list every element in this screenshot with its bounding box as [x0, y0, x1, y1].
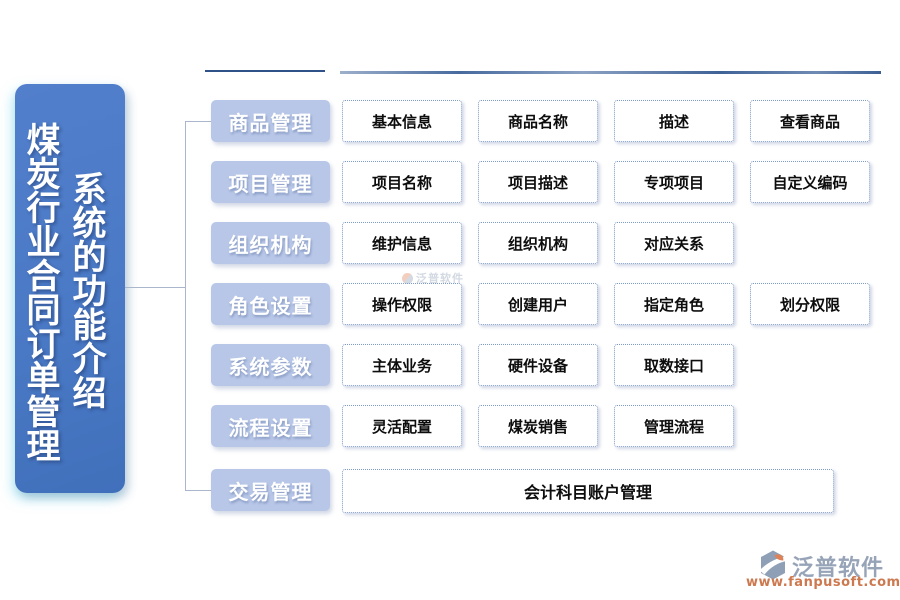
feature-items: 项目名称项目描述专项项目自定义编码 [342, 161, 870, 203]
connector-stub-top [185, 121, 212, 122]
feature-item: 维护信息 [342, 222, 462, 264]
feature-item: 创建用户 [478, 283, 598, 325]
feature-item: 基本信息 [342, 100, 462, 142]
brand-name-text: 泛普软件 [792, 556, 885, 581]
brand-footer: 泛普软件 www.fanpusoft.com [745, 548, 900, 594]
feature-item: 描述 [614, 100, 734, 142]
feature-items: 主体业务硬件设备取数接口 [342, 344, 734, 386]
feature-item: 对应关系 [614, 222, 734, 264]
top-divider-long [340, 71, 881, 74]
feature-item: 商品名称 [478, 100, 598, 142]
banner-title-main: 煤炭行业合同订单管理 [20, 122, 60, 462]
feature-item: 指定角色 [614, 283, 734, 325]
banner-title-sub: 系统的功能介绍 [66, 171, 106, 409]
feature-items: 会计科目账户管理 [342, 469, 834, 513]
feature-row-6: 流程设置灵活配置煤炭销售管理流程 [0, 405, 900, 447]
category-label-2: 项目管理 [211, 161, 330, 203]
feature-item: 硬件设备 [478, 344, 598, 386]
feature-row-2: 项目管理项目名称项目描述专项项目自定义编码 [0, 161, 900, 203]
category-label-4: 角色设置 [211, 283, 330, 325]
feature-item: 灵活配置 [342, 405, 462, 447]
category-label-7: 交易管理 [211, 469, 330, 511]
feature-item: 项目描述 [478, 161, 598, 203]
feature-item: 会计科目账户管理 [342, 469, 834, 513]
category-label-5: 系统参数 [211, 344, 330, 386]
category-label-1: 商品管理 [211, 100, 330, 142]
category-label-3: 组织机构 [211, 222, 330, 264]
feature-row-5: 系统参数主体业务硬件设备取数接口 [0, 344, 900, 386]
feature-item: 组织机构 [478, 222, 598, 264]
feature-row-3: 组织机构维护信息组织机构对应关系 [0, 222, 900, 264]
category-label-6: 流程设置 [211, 405, 330, 447]
feature-items: 基本信息商品名称描述查看商品 [342, 100, 870, 142]
feature-row-7: 交易管理会计科目账户管理 [0, 469, 900, 513]
feature-item: 专项项目 [614, 161, 734, 203]
feature-item: 查看商品 [750, 100, 870, 142]
feature-items: 灵活配置煤炭销售管理流程 [342, 405, 734, 447]
connector-stub-bottom [185, 490, 212, 491]
brand-url-text: www.fanpusoft.com [746, 575, 900, 590]
feature-item: 操作权限 [342, 283, 462, 325]
feature-item: 划分权限 [750, 283, 870, 325]
fanpu-logo-icon [759, 550, 787, 580]
feature-items: 操作权限创建用户指定角色划分权限 [342, 283, 870, 325]
feature-item: 项目名称 [342, 161, 462, 203]
feature-item: 主体业务 [342, 344, 462, 386]
title-banner: 煤炭行业合同订单管理 系统的功能介绍 [15, 84, 125, 493]
feature-row-4: 角色设置操作权限创建用户指定角色划分权限 [0, 283, 900, 325]
feature-items: 维护信息组织机构对应关系 [342, 222, 734, 264]
feature-item: 取数接口 [614, 344, 734, 386]
connector-vertical-line [185, 121, 186, 491]
connector-banner-line [125, 287, 185, 288]
feature-item: 自定义编码 [750, 161, 870, 203]
feature-row-1: 商品管理基本信息商品名称描述查看商品 [0, 100, 900, 142]
feature-item: 管理流程 [614, 405, 734, 447]
fanpu-logo-small-icon [402, 272, 413, 284]
top-divider-short [205, 70, 325, 72]
feature-item: 煤炭销售 [478, 405, 598, 447]
